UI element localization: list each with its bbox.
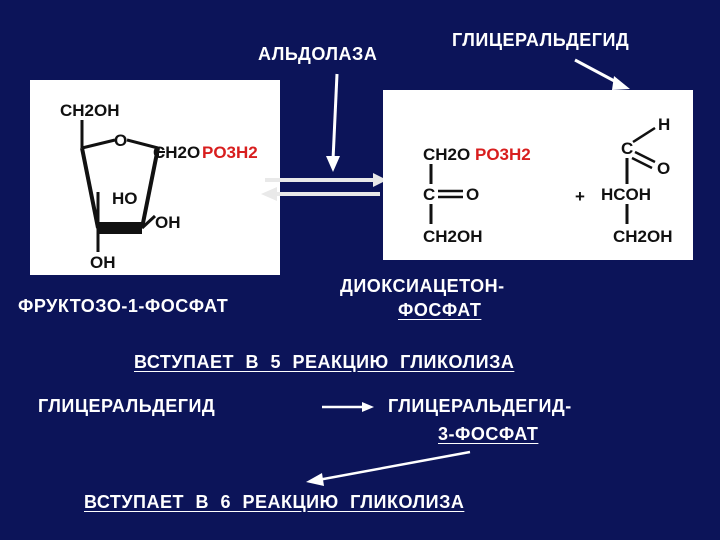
fructose-ch2o: CH2O — [153, 143, 200, 162]
dhap-ch2oh: CH2OH — [423, 227, 483, 246]
glyceraldehyde-o: O — [657, 159, 670, 178]
fructose-po3h2: PO3H2 — [202, 143, 258, 162]
glyceraldehyde-ch2oh: CH2OH — [613, 227, 673, 246]
fructose-ch2oh-top: CH2OH — [60, 101, 120, 120]
glyceraldehyde-c: C — [621, 139, 633, 158]
dhap-po3h2: PO3H2 — [475, 145, 531, 164]
products-structure-panel: CH2O PO3H2 C O CH2OH + H C O HCOH CH2OH — [383, 90, 693, 260]
equilibrium-arrows — [261, 173, 387, 201]
dhap-carbonyl-c: C — [423, 185, 435, 204]
fructose-ho: HO — [112, 189, 138, 208]
dhap-ch2o: CH2O — [423, 145, 470, 164]
dhap-carbonyl-o: O — [466, 185, 479, 204]
fructose-structure-panel: CH2OH O CH2O PO3H2 HO OH OH — [30, 80, 280, 275]
fructose-1-phosphate-label: ФРУКТОЗО-1-ФОСФАТ — [18, 296, 229, 316]
fructose-structure: CH2OH O CH2O PO3H2 HO OH OH — [60, 101, 258, 272]
enters-reaction-5-label: ВСТУПАЕТ В 5 РЕАКЦИЮ ГЛИКОЛИЗА — [134, 352, 515, 372]
enters-reaction-6-label: ВСТУПАЕТ В 6 РЕАКЦИЮ ГЛИКОЛИЗА — [84, 492, 465, 512]
glyceraldehyde-top-label: ГЛИЦЕРАЛЬДЕГИД — [452, 30, 630, 50]
glyceraldehyde-hcoh: HCOH — [601, 185, 651, 204]
plus-sign: + — [575, 187, 585, 206]
fructose-oh-right: OH — [155, 213, 181, 232]
fructose-ring-o: O — [114, 131, 127, 150]
products-structure: CH2O PO3H2 C O CH2OH + H C O HCOH CH2OH — [423, 115, 673, 246]
g3p-label-line2: 3-ФОСФАТ — [438, 424, 539, 444]
aldolase-label: АЛЬДОЛАЗА — [258, 44, 378, 64]
g3p-label-line1: ГЛИЦЕРАЛЬДЕГИД- — [388, 396, 572, 416]
dhap-label-line1: ДИОКСИАЦЕТОН- — [340, 276, 505, 296]
fructose-oh-bottom: OH — [90, 253, 116, 272]
glyceraldehyde-h: H — [658, 115, 670, 134]
dhap-label-line2: ФОСФАТ — [398, 300, 482, 320]
glyceraldehyde-left-label: ГЛИЦЕРАЛЬДЕГИД — [38, 396, 216, 416]
